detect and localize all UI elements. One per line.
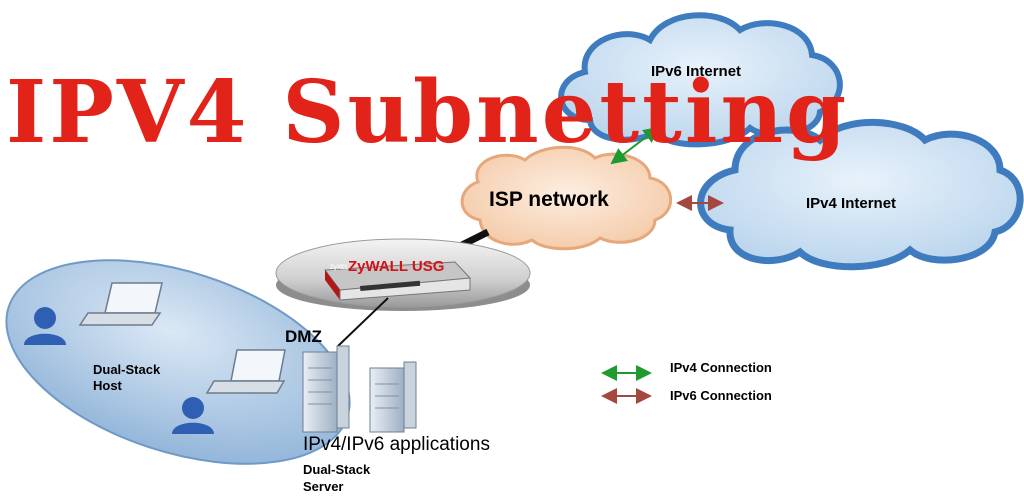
legend-ipv4-label: IPv4 Connection (670, 360, 772, 375)
isp-network-label: ISP network (489, 188, 609, 211)
ipv4-internet-cloud (697, 118, 1024, 271)
dmz-label: DMZ (285, 327, 322, 346)
applications-label: IPv4/IPv6 applications (303, 434, 490, 455)
firewall-brand: ZyXEL (330, 265, 349, 271)
host-label-line2: Host (93, 378, 122, 393)
laptop-icon (78, 282, 163, 326)
user-icon (24, 307, 66, 345)
ipv6-internet-label: IPv6 Internet (651, 63, 742, 80)
isp-ipv6-connection (610, 126, 660, 165)
laptop-icon (205, 349, 286, 394)
dmz-link (337, 297, 389, 347)
server-1 (302, 345, 350, 433)
page-title: IPV4 Subnetting (6, 62, 850, 163)
server-label-line2: Server (303, 479, 344, 494)
host-label-line1: Dual-Stack (93, 362, 161, 377)
ipv4-internet-label: IPv4 Internet (806, 195, 897, 212)
server-label-line1: Dual-Stack (303, 462, 371, 477)
isp-network-cloud (460, 145, 673, 251)
legend-ipv6-label: IPv6 Connection (670, 388, 772, 403)
firewall-device (324, 261, 472, 301)
user-icon (172, 397, 214, 434)
server-2 (369, 361, 417, 433)
ipv6-internet-cloud (558, 12, 843, 148)
firewall-model-label: ZyWALL USG (348, 258, 445, 275)
